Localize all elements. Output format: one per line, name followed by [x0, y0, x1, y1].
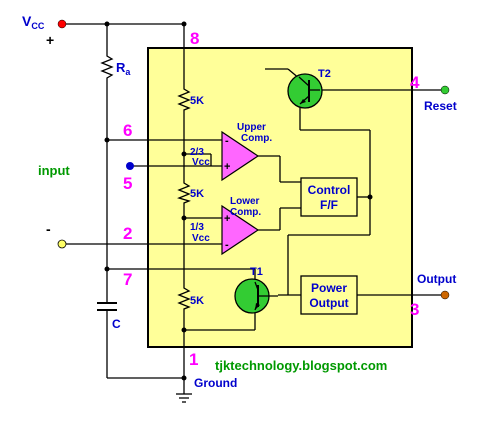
svg-text:+: +	[224, 161, 230, 173]
resistor-label-middle: 5K	[190, 188, 204, 200]
vcc-label: VCC	[22, 13, 45, 31]
pin-2-number: 2	[123, 224, 132, 243]
svg-text:-: -	[225, 135, 229, 147]
svg-text:-: -	[225, 239, 229, 251]
svg-text:+: +	[224, 213, 230, 225]
ra-label: Ra	[116, 60, 131, 77]
reset-label: Reset	[424, 99, 457, 113]
ground-label: Ground	[194, 376, 237, 390]
lower-comparator	[221, 204, 260, 256]
junctions	[104, 21, 373, 381]
vcc-plus-sign: +	[46, 32, 54, 48]
resistor-ra	[100, 52, 114, 80]
lower-comp-title-1: Lower	[230, 196, 260, 207]
transistor-t2	[287, 73, 323, 109]
capacitor-label: C	[112, 317, 121, 331]
control-terminal-dot	[126, 162, 134, 170]
upper-comp-title-1: Upper	[237, 122, 266, 133]
trigger-terminal-dot	[57, 239, 67, 249]
pin-8-number: 8	[190, 29, 199, 48]
resistor-5k-bottom	[177, 285, 191, 311]
resistor-label-bottom: 5K	[190, 295, 204, 307]
upper-ref-fraction: 2/3	[190, 147, 204, 158]
upper-ref-vcc: Vcc	[192, 157, 210, 168]
lower-ref-vcc: Vcc	[192, 233, 210, 244]
pin-6-number: 6	[123, 121, 132, 140]
reset-terminal-dot	[440, 85, 450, 95]
input-label: input	[38, 163, 70, 178]
comparator-signs: - + + -	[224, 135, 230, 251]
pin-5-number: 5	[123, 174, 132, 193]
power-output-label-1: Power	[311, 281, 347, 295]
lower-comp-title-2: Comp.	[230, 207, 261, 218]
output-terminal-dot	[440, 290, 450, 300]
trigger-minus-sign: -	[46, 221, 51, 237]
control-ff-label-2: F/F	[320, 198, 338, 212]
pin-3-number: 3	[410, 300, 419, 319]
upper-comp-title-2: Comp.	[241, 133, 272, 144]
wires	[62, 23, 445, 403]
pin-1-number: 1	[189, 350, 198, 369]
power-output-label-2: Output	[309, 296, 348, 310]
control-flipflop-box	[300, 177, 358, 217]
capacitor-c	[97, 302, 117, 311]
resistor-label-top: 5K	[190, 95, 204, 107]
lower-ref-fraction: 1/3	[190, 222, 204, 233]
power-output-box	[300, 275, 358, 315]
t1-label: T1	[250, 266, 263, 278]
watermark: tjktechnology.blogspot.com	[215, 358, 387, 373]
resistor-5k-middle	[177, 180, 191, 204]
output-label: Output	[417, 272, 456, 286]
t2-label: T2	[318, 68, 331, 80]
resistor-5k-top	[177, 86, 191, 112]
vcc-terminal-dot	[57, 19, 67, 29]
upper-comparator	[221, 130, 260, 182]
control-ff-label-1: Control	[308, 183, 351, 197]
transistor-t1	[234, 278, 278, 314]
pin-7-number: 7	[123, 270, 132, 289]
pin-4-number: 4	[410, 73, 420, 92]
